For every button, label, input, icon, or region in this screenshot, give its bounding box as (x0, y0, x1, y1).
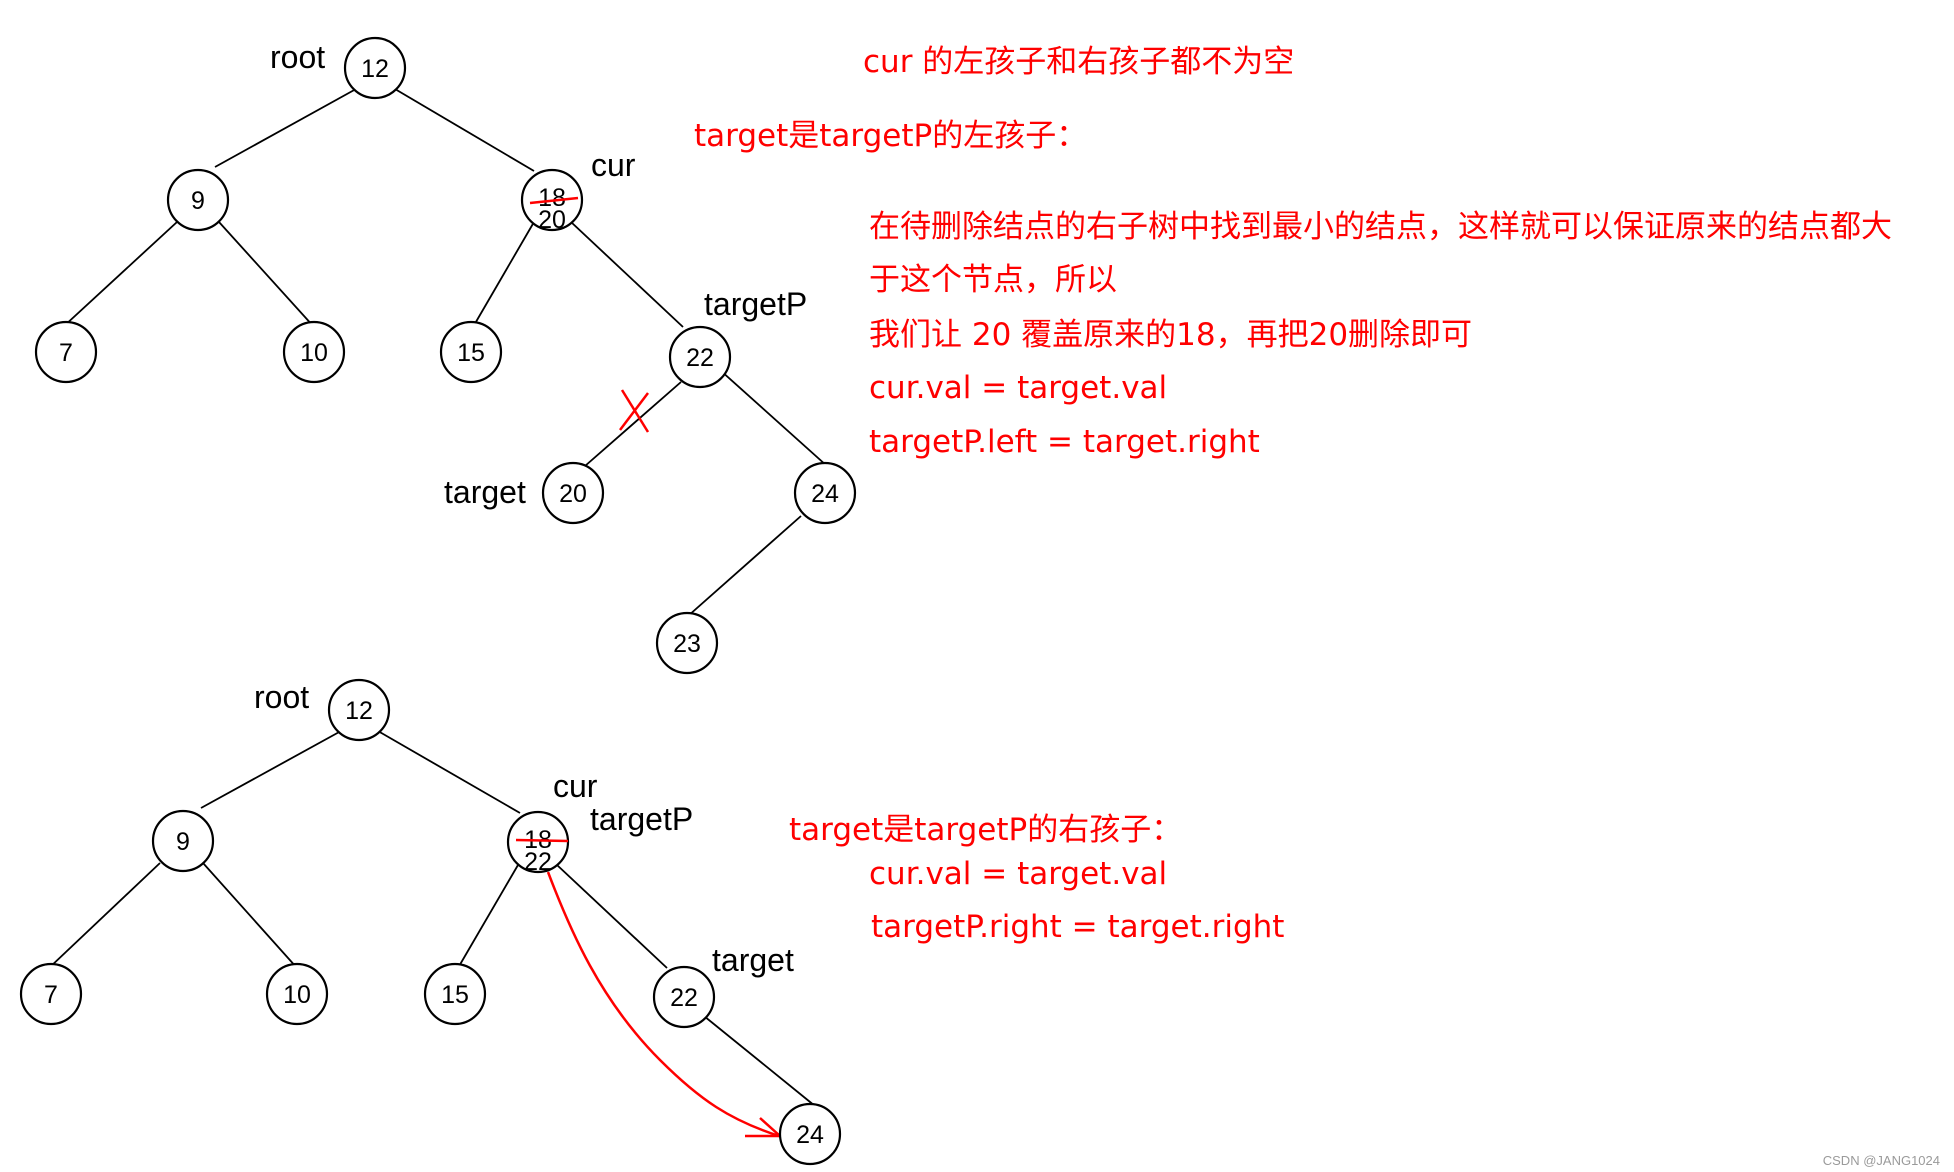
node-new-value: 22 (524, 848, 552, 876)
note-line: target是targetP的左孩子： (694, 118, 1087, 154)
node-7: 7 (34, 320, 98, 384)
node-targetP: 22 (668, 325, 732, 389)
node-root: 12 (343, 36, 407, 100)
node-value: 24 (796, 1121, 824, 1149)
label-root: root (270, 39, 325, 75)
note-line: targetP.right = target.right (871, 909, 1284, 945)
tree-1: 12 9 18 20 7 10 15 22 20 (34, 36, 857, 675)
node-value: 7 (44, 981, 58, 1009)
node-value: 9 (191, 187, 205, 215)
label-target: target (712, 942, 794, 978)
edge-9-7 (62, 221, 178, 328)
edge-24-23 (687, 515, 802, 617)
node-new-value: 20 (538, 206, 566, 234)
node-15: 15 (423, 962, 487, 1026)
node-value: 12 (361, 55, 389, 83)
node-value: 7 (59, 339, 73, 367)
node-value: 22 (686, 344, 714, 372)
node-value: 15 (457, 339, 485, 367)
note-line: 我们让 20 覆盖原来的18，再把20删除即可 (869, 317, 1472, 353)
edge-22-24 (719, 369, 828, 467)
edge-9-7 (48, 862, 161, 969)
note-line: 在待删除结点的右子树中找到最小的结点，这样就可以保证原来的结点都大 (869, 209, 1892, 245)
node-15: 15 (439, 320, 503, 384)
node-value: 20 (559, 480, 587, 508)
node-24: 24 (793, 461, 857, 525)
node-23: 23 (655, 611, 719, 675)
edge-12-9 (200, 730, 342, 809)
strike-through (515, 838, 569, 843)
node-value: 12 (345, 697, 373, 725)
node-value: 24 (811, 480, 839, 508)
edge-9-10 (202, 862, 298, 969)
node-value: 22 (670, 984, 698, 1012)
cut-edge-mark (619, 389, 650, 433)
node-cur: 18 22 (506, 810, 570, 876)
note-line: target是targetP的右孩子： (789, 812, 1182, 848)
watermark: CSDN @JANG1024 (1823, 1153, 1940, 1168)
node-cur: 18 20 (520, 168, 584, 234)
node-9: 9 (151, 809, 215, 873)
note-line: cur.val = target.val (869, 856, 1167, 892)
node-value: 15 (441, 981, 469, 1009)
node-10: 10 (265, 962, 329, 1026)
node-value: 23 (673, 630, 701, 658)
edge-22-24 (703, 1015, 816, 1107)
node-old-value: 18 (538, 184, 566, 212)
edge-cur-22 (570, 221, 684, 328)
note-line: cur.val = target.val (869, 370, 1167, 406)
node-10: 10 (282, 320, 346, 384)
node-9: 9 (166, 168, 230, 232)
note-line: 于这个节点，所以 (869, 262, 1117, 298)
node-root: 12 (327, 678, 391, 742)
node-value: 10 (300, 339, 328, 367)
strike-through (529, 196, 579, 205)
edge-12-9 (214, 88, 357, 168)
edge-cur-22 (556, 864, 668, 969)
notes-1: cur 的左孩子和右孩子都不为空 target是targetP的左孩子： 在待删… (694, 44, 1892, 460)
label-cur: cur (553, 768, 598, 804)
node-24: 24 (778, 1102, 842, 1166)
tree-2: 12 9 18 22 7 10 15 22 24 (19, 678, 842, 1166)
edge-12-cur (394, 88, 535, 172)
edge-22-target (584, 381, 682, 467)
edge-9-10 (218, 221, 315, 328)
edge-cur-15 (472, 221, 535, 328)
node-target: 22 (652, 965, 716, 1029)
note-line: cur 的左孩子和右孩子都不为空 (863, 44, 1294, 80)
node-value: 10 (283, 981, 311, 1009)
label-targetP: targetP (704, 286, 807, 322)
note-line: targetP.left = target.right (869, 424, 1260, 460)
node-target: 20 (541, 461, 605, 525)
label-root: root (254, 679, 309, 715)
node-7: 7 (19, 962, 83, 1026)
label-cur: cur (591, 147, 636, 183)
edge-cur-15 (457, 864, 519, 969)
edge-12-cur (377, 730, 521, 814)
node-value: 9 (176, 828, 190, 856)
label-targetP: targetP (590, 801, 693, 837)
label-target: target (444, 474, 526, 510)
notes-2: target是targetP的右孩子： cur.val = target.val… (789, 812, 1284, 945)
